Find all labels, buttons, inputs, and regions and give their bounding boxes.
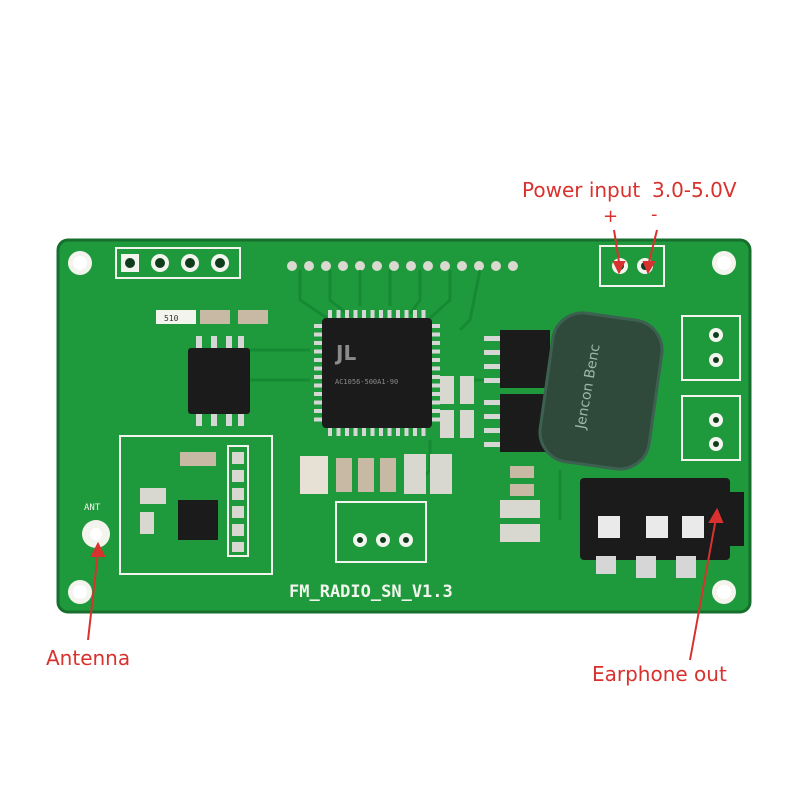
chip-pin (387, 428, 392, 436)
chip-pin (314, 341, 322, 345)
pad (474, 261, 484, 271)
svg-text:ANT: ANT (84, 503, 101, 513)
chip-pin (336, 310, 341, 318)
pad (372, 261, 382, 271)
chip-pin (314, 358, 322, 362)
chip-pin (432, 324, 440, 328)
main-ic-chip: JL AC1056-500A1-90 (314, 310, 440, 436)
chip-pin (432, 383, 440, 388)
amplifier-ic (188, 336, 250, 426)
chip-pin (432, 400, 440, 405)
chip-pin (314, 383, 322, 388)
svg-text:510: 510 (164, 314, 179, 323)
speaker-terminals (681, 315, 741, 461)
chip-pin (362, 310, 366, 318)
pad (440, 261, 450, 271)
callout-arrows (87, 229, 724, 661)
earphone-out-label: Earphone out (592, 662, 727, 686)
svg-text:AC1056-500A1-90: AC1056-500A1-90 (335, 378, 398, 386)
chip-pin (328, 428, 332, 436)
pad (355, 261, 365, 271)
mounting-holes (68, 251, 736, 604)
antenna-pad: ANT (82, 503, 110, 548)
display-pad-row (287, 261, 518, 271)
chip-pin (314, 392, 322, 396)
minus-label: - (651, 204, 658, 225)
chip-pin (432, 409, 440, 413)
chip-pin (421, 310, 426, 318)
chip-pin (353, 310, 358, 318)
chip-pin (345, 310, 349, 318)
pad (389, 261, 399, 271)
chip-pin (432, 392, 440, 396)
chip-pin (432, 358, 440, 362)
power-input-label: Power input (522, 178, 641, 202)
smd-capacitors (300, 376, 540, 542)
pad (406, 261, 416, 271)
pad (321, 261, 331, 271)
chip-pin (413, 310, 417, 318)
chip-pin (432, 349, 440, 354)
chip-pin (379, 310, 383, 318)
chip-pin (370, 428, 375, 436)
rf-section (119, 435, 273, 575)
chip-pin (404, 428, 409, 436)
chip-pin (387, 310, 392, 318)
pad (508, 261, 518, 271)
chip-pin (362, 428, 366, 436)
smd-resistors: 510 (156, 310, 268, 324)
pad (287, 261, 297, 271)
chip-pin (432, 417, 440, 422)
chip-pin (314, 324, 322, 328)
chip-pin (396, 428, 400, 436)
chip-pin (404, 310, 409, 318)
chip-pin (328, 310, 332, 318)
plus-label: + (603, 206, 619, 227)
chip-pin (432, 366, 440, 371)
chip-pin (314, 366, 322, 371)
antenna-label: Antenna (46, 646, 131, 670)
chip-pin (314, 349, 322, 354)
pad (491, 261, 501, 271)
pad (304, 261, 314, 271)
chip-pin (314, 332, 322, 337)
pad (338, 261, 348, 271)
chip-pin (353, 428, 358, 436)
chip-pin (370, 310, 375, 318)
chip-pin (432, 375, 440, 379)
chip-pin (314, 417, 322, 422)
chip-pin (314, 409, 322, 413)
chip-pin (345, 428, 349, 436)
pad (423, 261, 433, 271)
earphone-jack (580, 478, 744, 578)
chip-pin (336, 428, 341, 436)
chip-pin (421, 428, 426, 436)
chip-pin (379, 428, 383, 436)
chip-pin (314, 375, 322, 379)
svg-text:JL: JL (334, 341, 356, 365)
board-title-silkscreen: FM_RADIO_SN_V1.3 (289, 582, 453, 602)
chip-pin (396, 310, 400, 318)
chip-pin (413, 428, 417, 436)
electrolytic-capacitor: Jencon Benc (538, 311, 664, 471)
pin-header-4 (115, 247, 241, 279)
chip-pin (432, 332, 440, 337)
three-pin-pad (335, 501, 427, 563)
pad (457, 261, 467, 271)
chip-pin (314, 400, 322, 405)
voltage-label: 3.0-5.0V (652, 178, 737, 202)
chip-pin (432, 341, 440, 345)
